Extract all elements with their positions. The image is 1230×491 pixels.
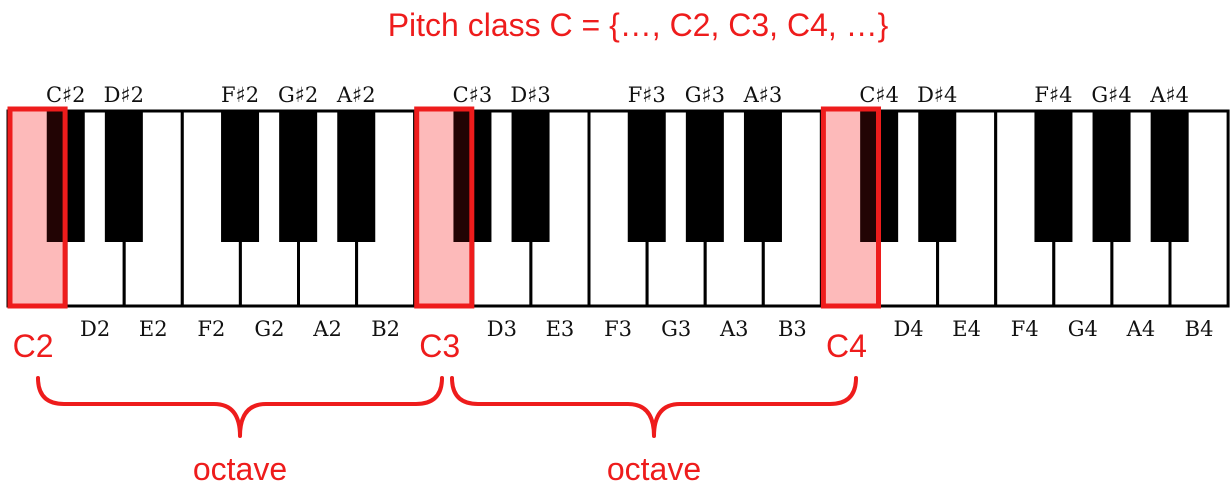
white-key-label: E3 — [546, 317, 575, 341]
black-key-g-sharp-2 — [279, 111, 318, 242]
black-key-label: G♯4 — [1091, 83, 1131, 107]
black-key-label: G♯2 — [278, 83, 318, 107]
white-key-label: D4 — [893, 317, 923, 341]
white-key-label: D2 — [80, 317, 110, 341]
black-key-d-sharp-3 — [511, 111, 550, 242]
black-key-label: D♯4 — [917, 83, 957, 107]
diagram-title: Pitch class C = {…, C2, C3, C4, …} — [388, 7, 889, 43]
black-key-a-sharp-3 — [743, 111, 782, 242]
black-key-label: C♯4 — [859, 83, 899, 107]
white-key-label: G2 — [254, 317, 284, 341]
black-key-a-sharp-4 — [1150, 111, 1189, 242]
highlight-label-c3: C3 — [419, 328, 460, 364]
highlight-tint — [416, 111, 472, 306]
white-key-label: B4 — [1185, 317, 1214, 341]
octave-brace — [36, 376, 444, 438]
highlight-outline-c4 — [820, 106, 882, 309]
white-key-label: F2 — [197, 317, 225, 341]
white-key-label: B2 — [371, 317, 400, 341]
black-key-f-sharp-4 — [1034, 111, 1073, 242]
octave-label: octave — [607, 451, 701, 487]
octave-label: octave — [193, 451, 287, 487]
white-key-label: F3 — [604, 317, 632, 341]
black-key-label: D♯2 — [104, 83, 144, 107]
white-key-label: A4 — [1126, 317, 1156, 341]
black-key-g-sharp-4 — [1092, 111, 1131, 242]
black-key-d-sharp-4 — [918, 111, 957, 242]
black-key-f-sharp-3 — [627, 111, 666, 242]
white-key-label: G4 — [1068, 317, 1098, 341]
white-key-label: F4 — [1011, 317, 1039, 341]
highlight-label-c2: C2 — [13, 328, 54, 364]
black-key-label: A♯2 — [336, 83, 376, 107]
black-key-label: F♯4 — [1034, 83, 1072, 107]
black-key-label: D♯3 — [510, 83, 550, 107]
white-key-label: D3 — [487, 317, 517, 341]
black-key-f-sharp-2 — [221, 111, 260, 242]
black-key-label: C♯3 — [453, 83, 493, 107]
black-key-label: F♯2 — [221, 83, 259, 107]
white-key-label: E4 — [952, 317, 981, 341]
highlight-tint — [823, 111, 879, 306]
black-key-a-sharp-2 — [337, 111, 376, 242]
black-key-label: G♯3 — [685, 83, 725, 107]
octave-brace — [450, 376, 858, 438]
black-key-d-sharp-2 — [104, 111, 143, 242]
black-keys — [46, 111, 1189, 242]
white-key-label: A2 — [312, 317, 342, 341]
highlight-tint — [10, 111, 66, 306]
white-keys — [6, 109, 1230, 308]
white-key-label: A3 — [719, 317, 749, 341]
white-key-label: B3 — [778, 317, 807, 341]
highlight-outline-c3 — [414, 106, 475, 309]
black-key-g-sharp-3 — [685, 111, 724, 242]
white-key-label: E2 — [139, 317, 168, 341]
white-key-label: G3 — [661, 317, 691, 341]
highlight-label-c4: C4 — [826, 328, 867, 364]
black-key-label: A♯3 — [743, 83, 783, 107]
highlight-outline-c2 — [7, 106, 68, 309]
black-key-label: F♯3 — [628, 83, 666, 107]
black-key-label: C♯2 — [46, 83, 86, 107]
black-key-label: A♯4 — [1149, 83, 1189, 107]
octave-braces: octave octave — [36, 376, 858, 487]
